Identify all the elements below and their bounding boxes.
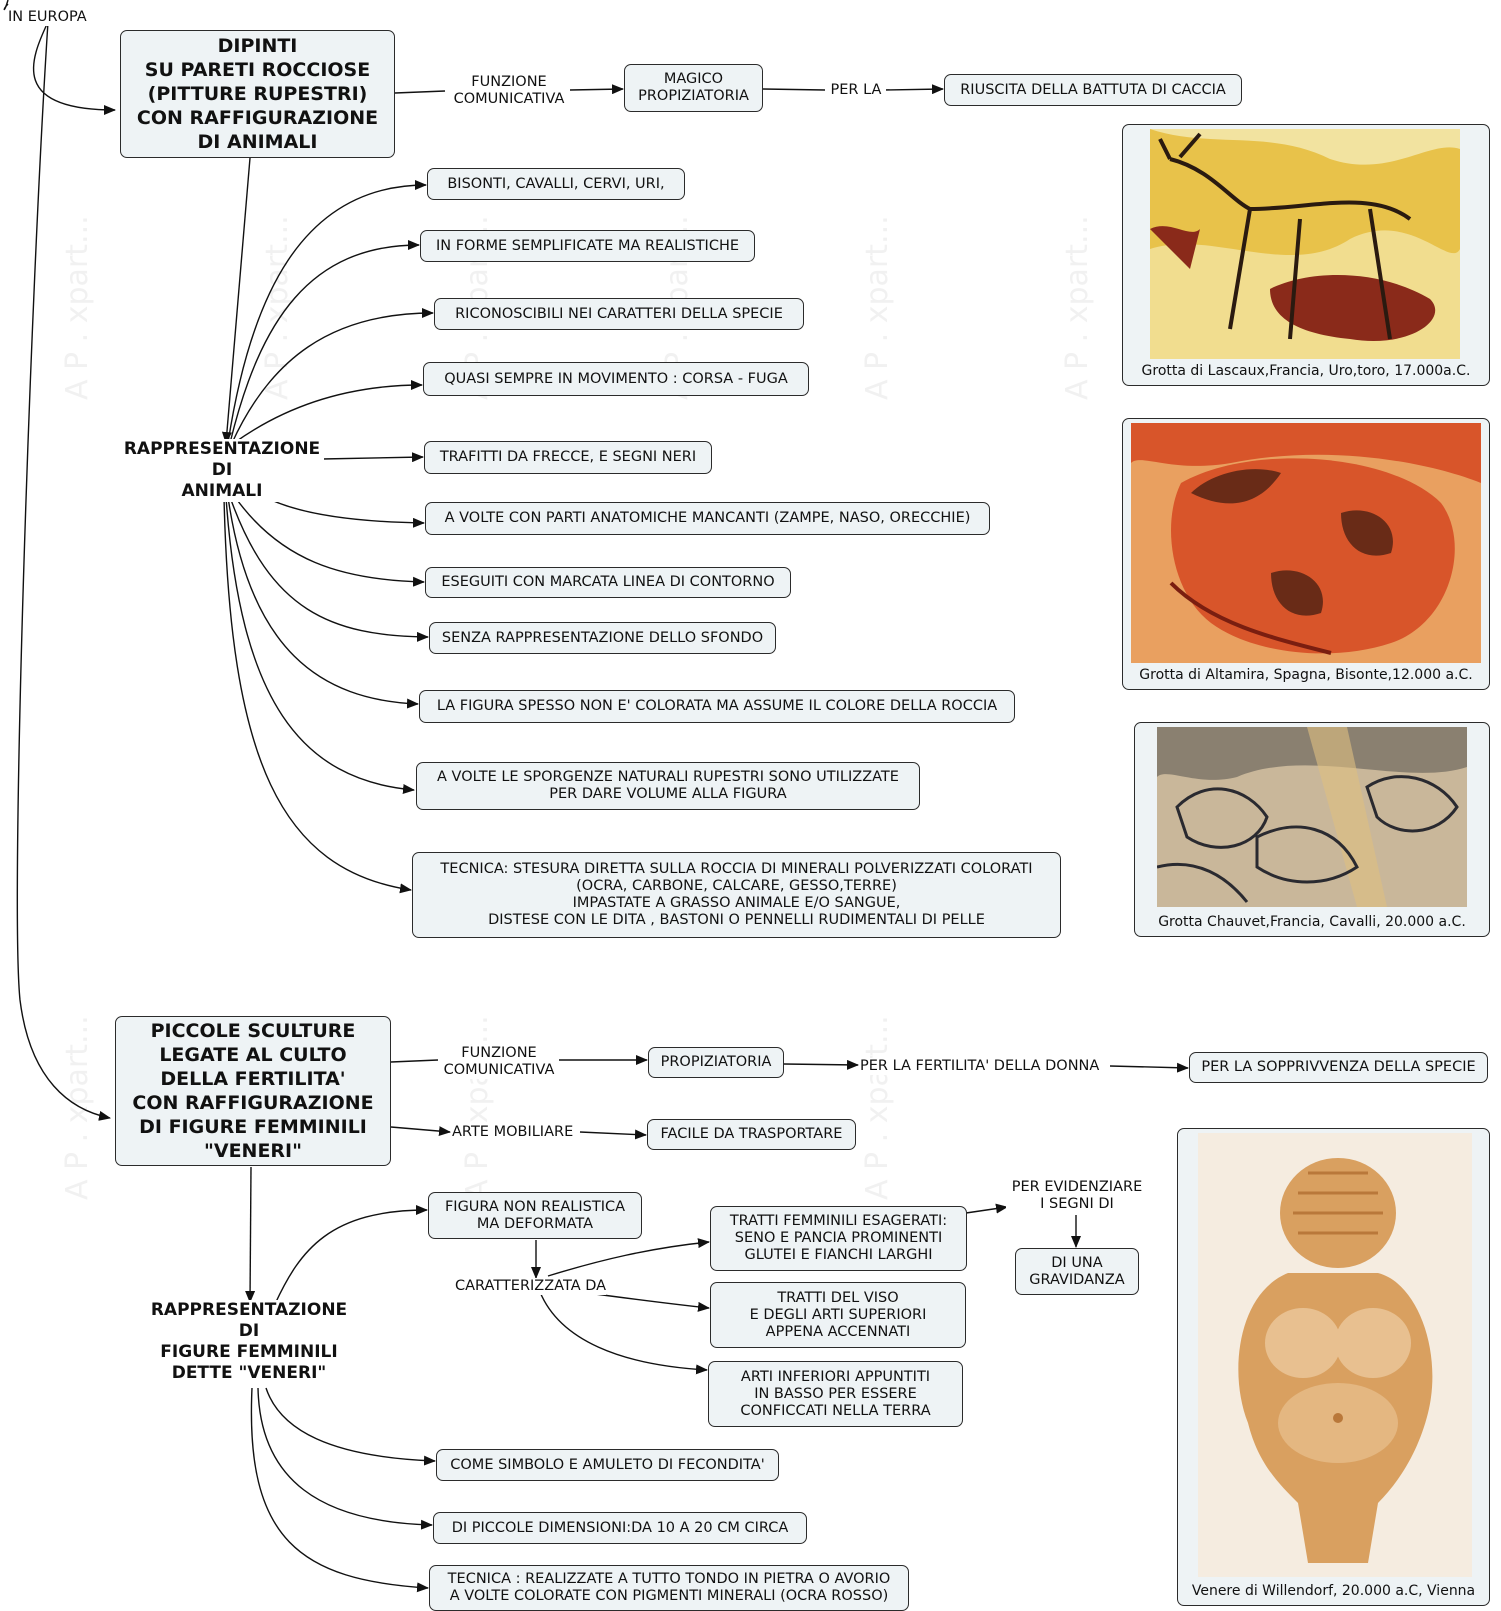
s1-item-5[interactable]: TRAFITTI DA FRECCE, E SEGNI NERI: [424, 441, 712, 474]
magico-node[interactable]: MAGICO PROPIZIATORIA: [624, 64, 763, 112]
in-europa-label: IN EUROPA: [8, 9, 87, 26]
s2-item-1[interactable]: COME SIMBOLO E AMULETO DI FECONDITA': [436, 1449, 779, 1481]
venere-image: [1198, 1133, 1472, 1577]
s2-item-2[interactable]: DI PICCOLE DIMENSIONI:DA 10 A 20 CM CIRC…: [433, 1512, 807, 1544]
facile-node[interactable]: FACILE DA TRASPORTARE: [647, 1119, 856, 1150]
photo-caption: Grotta di Lascaux,Francia, Uro,toro, 17.…: [1141, 363, 1471, 379]
gravidanza-node[interactable]: DI UNA GRAVIDANZA: [1015, 1248, 1139, 1295]
s2-item-3[interactable]: TECNICA : REALIZZATE A TUTTO TONDO IN PI…: [429, 1565, 909, 1611]
arte-mobiliare-label: ARTE MOBILIARE: [452, 1124, 574, 1141]
photo-caption: Grotta Chauvet,Francia, Cavalli, 20.000 …: [1158, 914, 1466, 930]
arti-inferiori-node[interactable]: ARTI INFERIORI APPUNTITI IN BASSO PER ES…: [708, 1361, 963, 1427]
fertilita-label: PER LA FERTILITA' DELLA DONNA: [860, 1058, 1100, 1075]
s1-item-2[interactable]: IN FORME SEMPLIFICATE MA REALISTICHE: [420, 230, 755, 262]
section2-title[interactable]: PICCOLE SCULTURE LEGATE AL CULTO DELLA F…: [115, 1016, 391, 1166]
evidenziare-label: PER EVIDENZIARE I SEGNI DI: [1006, 1179, 1148, 1213]
tratti-viso-node[interactable]: TRATTI DEL VISO E DEGLI ARTI SUPERIORI A…: [710, 1282, 966, 1348]
s1-item-8[interactable]: SENZA RAPPRESENTAZIONE DELLO SFONDO: [429, 622, 776, 654]
photo-lascaux: Grotta di Lascaux,Francia, Uro,toro, 17.…: [1122, 124, 1490, 386]
s1-item-9[interactable]: LA FIGURA SPESSO NON E' COLORATA MA ASSU…: [419, 690, 1015, 723]
section2-funzione-label: FUNZIONE COMUNICATIVA: [439, 1045, 559, 1079]
photo-caption: Grotta di Altamira, Spagna, Bisonte,12.0…: [1139, 667, 1473, 683]
s1-item-3[interactable]: RICONOSCIBILI NEI CARATTERI DELLA SPECIE: [434, 298, 804, 330]
riuscita-node[interactable]: RIUSCITA DELLA BATTUTA DI CACCIA: [944, 74, 1242, 106]
per-la-label: PER LA: [826, 82, 886, 99]
section1-rappresentazione: RAPPRESENTAZIONE DI ANIMALI: [120, 439, 324, 502]
caratterizzata-label: CARATTERIZZATA DA: [455, 1278, 607, 1295]
photo-venere: Venere di Willendorf, 20.000 a.C, Vienna: [1177, 1128, 1490, 1606]
s1-item-1[interactable]: BISONTI, CAVALLI, CERVI, URI,: [427, 168, 685, 200]
propiziatoria-node[interactable]: PROPIZIATORIA: [648, 1047, 784, 1078]
lascaux-image: [1150, 129, 1460, 359]
chauvet-image: [1157, 727, 1467, 907]
section1-funzione-label: FUNZIONE COMUNICATIVA: [449, 74, 569, 108]
altamira-image: [1131, 423, 1481, 663]
tratti-femminili-node[interactable]: TRATTI FEMMINILI ESAGERATI: SENO E PANCI…: [710, 1206, 967, 1271]
s1-item-6[interactable]: A VOLTE CON PARTI ANATOMICHE MANCANTI (Z…: [425, 502, 990, 535]
figura-node[interactable]: FIGURA NON REALISTICA MA DEFORMATA: [428, 1192, 642, 1239]
photo-altamira: Grotta di Altamira, Spagna, Bisonte,12.0…: [1122, 418, 1490, 690]
sopravvivenza-node[interactable]: PER LA SOPPRIVVENZA DELLA SPECIE: [1189, 1052, 1488, 1083]
s1-item-4[interactable]: QUASI SEMPRE IN MOVIMENTO : CORSA - FUGA: [423, 362, 809, 396]
photo-caption: Venere di Willendorf, 20.000 a.C, Vienna: [1191, 1583, 1476, 1599]
s1-item-11[interactable]: TECNICA: STESURA DIRETTA SULLA ROCCIA DI…: [412, 852, 1061, 938]
s1-item-10[interactable]: A VOLTE LE SPORGENZE NATURALI RUPESTRI S…: [416, 762, 920, 810]
photo-chauvet: Grotta Chauvet,Francia, Cavalli, 20.000 …: [1134, 722, 1490, 937]
s1-item-7[interactable]: ESEGUITI CON MARCATA LINEA DI CONTORNO: [425, 567, 791, 598]
section2-rappresentazione: RAPPRESENTAZIONE DI FIGURE FEMMINILI DET…: [144, 1300, 354, 1384]
section1-title[interactable]: DIPINTI SU PARETI ROCCIOSE (PITTURE RUPE…: [120, 30, 395, 158]
